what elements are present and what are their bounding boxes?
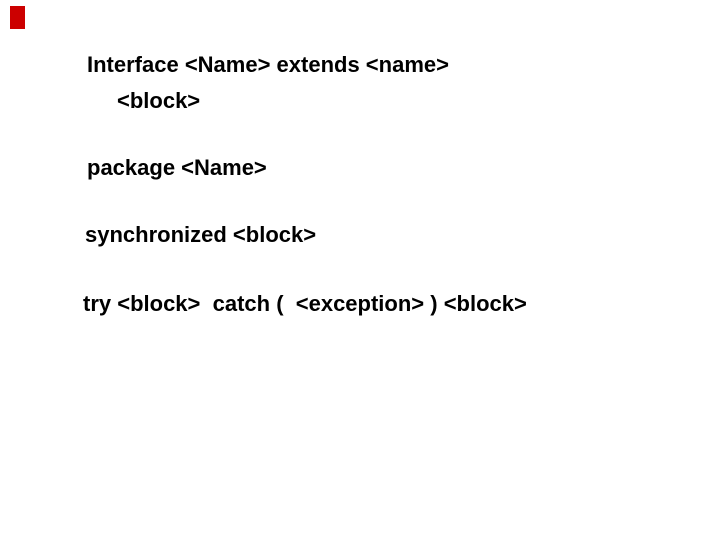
red-rectangle-marker bbox=[10, 6, 25, 29]
code-line-block: <block> bbox=[117, 88, 201, 113]
code-line-package: package <Name> bbox=[87, 155, 267, 180]
code-line-synchronized: synchronized <block> bbox=[85, 222, 317, 247]
code-line-try-catch: try <block> catch ( <exception> ) <block… bbox=[83, 291, 527, 316]
code-line-interface: Interface <Name> extends <name> bbox=[87, 52, 449, 77]
